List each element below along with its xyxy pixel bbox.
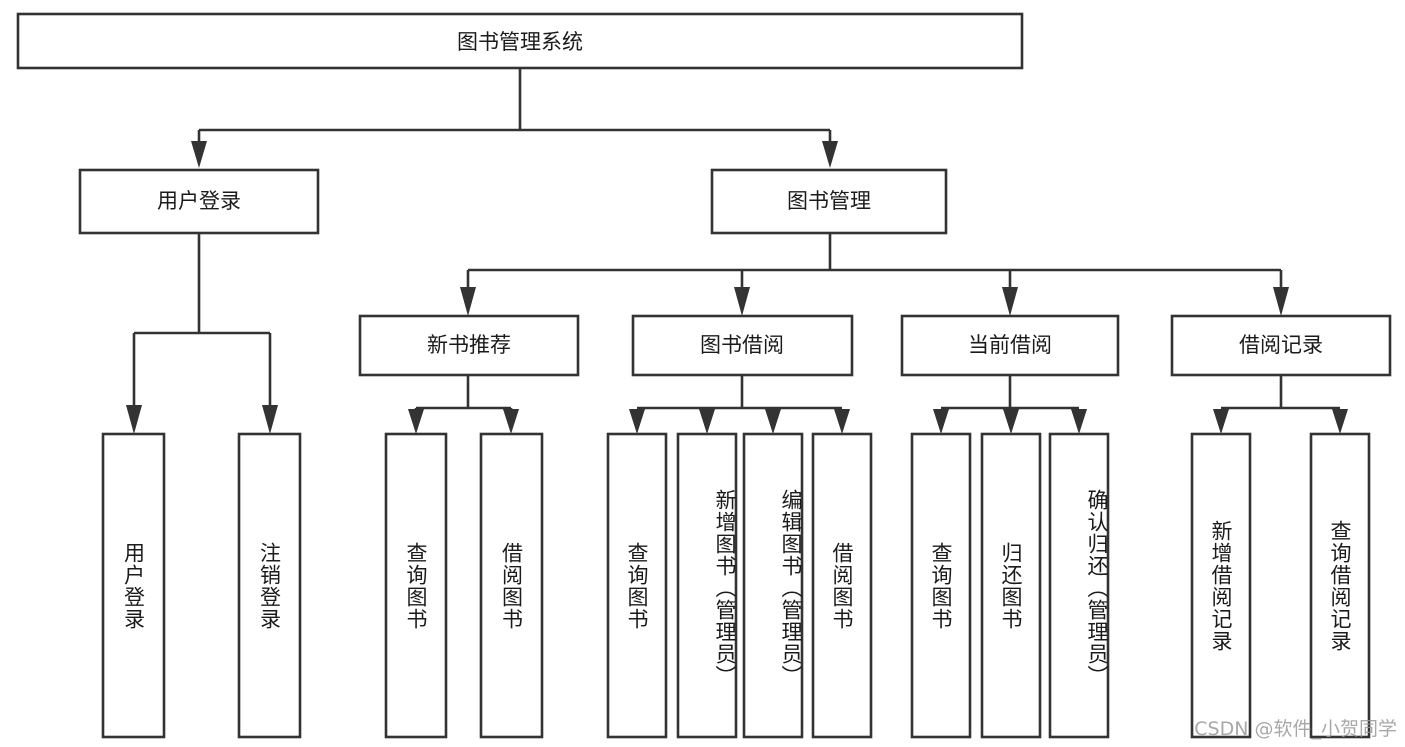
leaf-box-group [101,432,1371,739]
node-book-borrow-box[interactable] [631,314,854,377]
connector-group-user-login [126,233,278,434]
node-root[interactable]: 图书管理系统 [16,12,1024,70]
node-leaf-edit-book-admin-box[interactable] [742,432,804,739]
arrow-head-borrow-record [1273,287,1289,316]
node-current-borrow[interactable]: 当前借阅 [900,314,1120,377]
arrow-head-book-borrow [734,287,750,316]
connector-group-current-borrow [933,375,1087,434]
node-borrow-record-label: 借阅记录 [1239,333,1323,357]
arrow-head-leaf-add-borrow-record [1213,409,1229,434]
node-leaf-query-borrow-record-box[interactable] [1309,432,1371,739]
arrow-head-new-book-recommend [460,287,476,316]
arrow-head-leaf-query-book-borrow [629,409,645,434]
arrow-head-leaf-query-borrow-record [1332,409,1348,434]
node-current-borrow-label: 当前借阅 [968,333,1052,357]
arrow-head-to-user-login [191,141,207,168]
node-current-borrow-box[interactable] [900,314,1120,377]
node-leaf-query-book-borrow-box[interactable] [606,432,668,739]
node-new-book-recommend[interactable]: 新书推荐 [358,314,580,377]
node-leaf-add-book-admin-box[interactable] [676,432,738,739]
node-new-book-recommend-box[interactable] [358,314,580,377]
node-borrow-record-box[interactable] [1170,314,1392,377]
node-leaf-logout-login-box[interactable] [237,432,302,739]
node-leaf-user-login-box[interactable] [101,432,166,739]
arrow-head-to-book-management [822,141,838,168]
node-new-book-recommend-label: 新书推荐 [427,333,511,357]
node-book-management[interactable]: 图书管理 [710,168,948,235]
arrow-head-leaf-borrow-book-recommend [503,409,519,434]
connector-group-new-book-recommend [408,375,519,434]
arrow-head-leaf-add-book-admin [699,409,715,434]
connector-group-root [191,68,838,168]
node-leaf-borrow-book-box[interactable] [811,432,873,739]
arrow-head-leaf-edit-book-admin [765,409,781,434]
node-book-management-label: 图书管理 [787,189,871,213]
arrow-head-leaf-query-book-current [933,409,949,434]
arrow-head-leaf-logout-login [262,405,278,434]
node-book-borrow-label: 图书借阅 [700,333,784,357]
csdn-watermark: CSDN @软件_小贺同学 [1194,718,1397,740]
node-book-management-box[interactable] [710,168,948,235]
node-root-box[interactable] [16,12,1024,70]
node-root-label: 图书管理系统 [457,30,583,54]
node-leaf-confirm-return-admin-box[interactable] [1048,432,1110,739]
arrow-head-current-borrow [1002,287,1018,316]
arrow-head-leaf-user-login [126,405,142,434]
node-borrow-record[interactable]: 借阅记录 [1170,314,1392,377]
node-book-borrow[interactable]: 图书借阅 [631,314,854,377]
node-leaf-return-book-box[interactable] [980,432,1042,739]
connector-group-borrow-record [1213,375,1348,434]
arrow-head-leaf-return-book [1003,409,1019,434]
node-user-login-label: 用户登录 [157,189,241,213]
node-leaf-borrow-book-recommend-box[interactable] [479,432,544,739]
arrow-head-leaf-confirm-return-admin [1071,409,1087,434]
connector-group-book-management [460,233,1289,316]
connector-group-book-borrow [629,375,850,434]
node-leaf-query-book-current-box[interactable] [910,432,972,739]
arrow-head-leaf-query-book-recommend [408,409,424,434]
node-leaf-query-book-recommend-box[interactable] [384,432,448,739]
arrow-head-leaf-borrow-book [834,409,850,434]
node-user-login-box[interactable] [78,168,320,235]
node-leaf-add-borrow-record-box[interactable] [1190,432,1252,739]
node-user-login[interactable]: 用户登录 [78,168,320,235]
